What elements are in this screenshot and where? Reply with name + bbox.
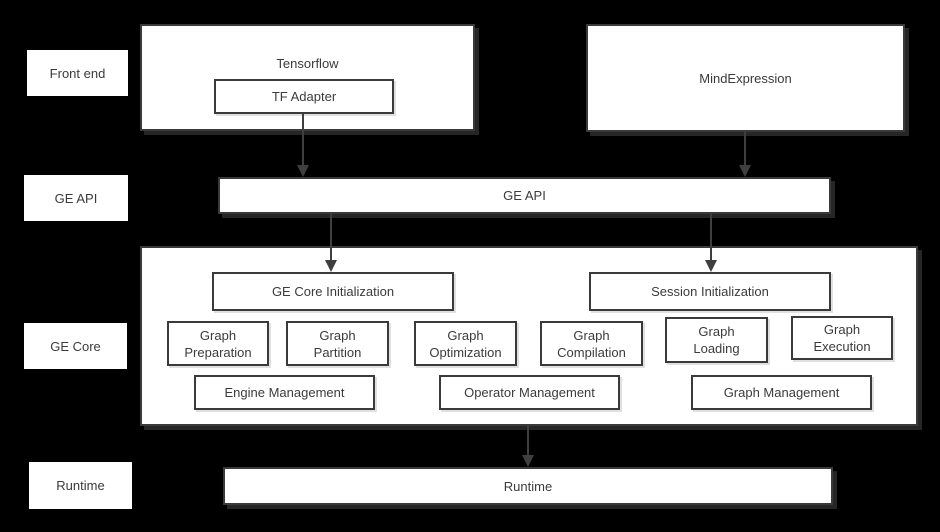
arrow-shaft [744,131,746,167]
arrow-shaft [527,426,529,457]
ge-api-bar: GE API [218,177,831,214]
graph-execution-box: Graph Execution [791,316,893,360]
engine-management-box: Engine Management [194,375,375,410]
graph-compilation-label: Graph Compilation [557,327,626,360]
graph-preparation-box: Graph Preparation [167,321,269,366]
tf-adapter-box: TF Adapter [214,79,394,114]
graph-compilation-box: Graph Compilation [540,321,643,366]
tensorflow-label: Tensorflow [276,56,339,71]
row-label-runtime: Runtime [29,462,132,509]
operator-management-box: Operator Management [439,375,620,410]
arrow-shaft [710,213,712,262]
graph-optimization-label: Graph Optimization [429,327,502,360]
row-label-ge-api: GE API [24,175,128,221]
arrow-head [739,165,751,177]
arrow-ge-core-to-runtime [522,426,534,467]
arrow-tf-adapter-to-ge-api [297,114,309,177]
arrow-head [522,455,534,467]
graph-partition-label: Graph Partition [313,327,362,360]
runtime-bar: Runtime [223,467,833,505]
ge-core-initialization-box: GE Core Initialization [212,272,454,311]
arrow-head [297,165,309,177]
arrow-shaft [330,213,332,262]
arrow-ge-api-to-session-init [705,213,717,272]
graph-optimization-box: Graph Optimization [414,321,517,366]
graph-execution-label: Graph Execution [813,322,871,354]
graph-preparation-label: Graph Preparation [184,327,252,360]
arrow-head [325,260,337,272]
mindexpression-box: MindExpression [586,24,905,132]
arrow-mindexpression-to-ge-api [739,131,751,177]
row-label-front-end: Front end [27,50,128,96]
arrow-shaft [302,114,304,167]
arrow-ge-api-to-ge-core-init [325,213,337,272]
graph-management-box: Graph Management [691,375,872,410]
arrow-head [705,260,717,272]
graph-loading-label: Graph Loading [693,324,740,356]
row-label-ge-core: GE Core [24,323,127,369]
session-initialization-box: Session Initialization [589,272,831,311]
graph-loading-box: Graph Loading [665,317,768,363]
graph-partition-box: Graph Partition [286,321,389,366]
